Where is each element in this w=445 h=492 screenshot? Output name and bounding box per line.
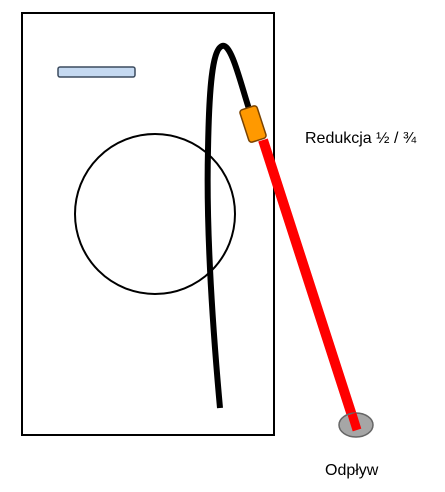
- red-hose-tip: [347, 412, 362, 432]
- red-extension-hose: [258, 138, 361, 430]
- black-drain-hose: [204, 43, 255, 409]
- reducer-label: Redukcja ½ / ¾: [305, 130, 417, 147]
- drum-door: [74, 133, 236, 295]
- pipe-reducer-icon: [239, 105, 267, 143]
- control-panel: [57, 66, 136, 78]
- drain-label: Odpływ: [325, 462, 379, 479]
